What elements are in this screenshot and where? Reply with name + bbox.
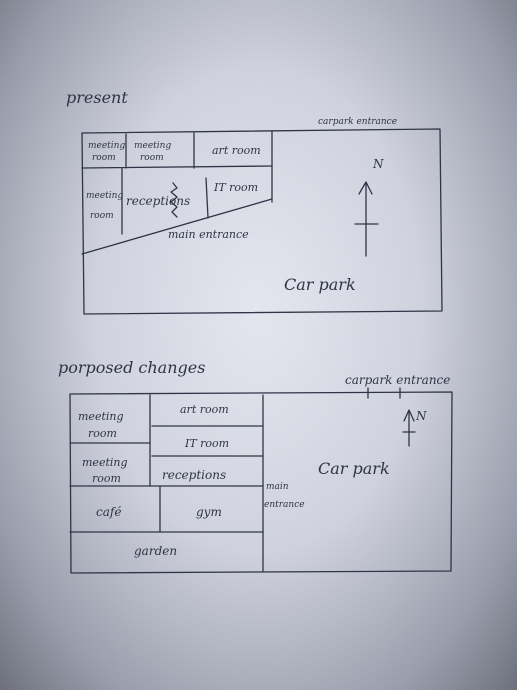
- proposed-main-entrance-line-1: main: [266, 482, 289, 492]
- present-meeting-room-2-line-1: meeting: [134, 141, 171, 151]
- proposed-carpark-entrance-label: carpark entrance: [345, 373, 450, 387]
- proposed-cafe-label: café: [96, 505, 121, 519]
- proposed-receptions-label: receptions: [162, 468, 226, 482]
- proposed-art-room-label: art room: [180, 403, 229, 416]
- present-heading: present: [66, 88, 128, 107]
- present-receptions-label: receptions: [126, 194, 190, 208]
- present-north-label: N: [372, 157, 384, 171]
- proposed-car-park-label: Car park: [318, 459, 390, 478]
- present-art-room-label: art room: [212, 144, 261, 157]
- present-meeting-room-2-line-2: room: [140, 153, 164, 163]
- present-stairs-icon: [170, 182, 178, 218]
- present-it-room-west-wall: [205, 177, 209, 219]
- proposed-meeting-room-1-line-1: meeting: [78, 410, 124, 423]
- proposed-meeting-room-1-line-2: room: [88, 427, 117, 440]
- present-north-arrow-icon: [354, 181, 379, 257]
- present-carpark-entrance-label: carpark entrance: [318, 117, 397, 127]
- present-meeting-room-3-line-2: room: [90, 211, 114, 221]
- proposed-garden-label: garden: [134, 544, 177, 558]
- present-meeting-room-1-line-2: room: [92, 153, 116, 163]
- proposed-north-label: N: [415, 409, 427, 423]
- present-meeting-room-3-line-1: meeting: [86, 191, 123, 201]
- present-building-diagonal-wall: [81, 198, 273, 255]
- present-plan: present carpark entrance meeting room me…: [66, 88, 443, 315]
- proposed-north-arrow-icon: [402, 409, 416, 447]
- present-building-top-row-line: [81, 165, 273, 169]
- present-site-outline: [81, 128, 443, 315]
- proposed-plan: porposed changes carpark entrance meetin…: [58, 358, 453, 574]
- present-it-room-label: IT room: [213, 181, 258, 194]
- present-meeting-room-1-line-1: meeting: [88, 141, 125, 151]
- present-car-park-label: Car park: [284, 275, 356, 294]
- proposed-meeting-room-2-line-2: room: [92, 472, 121, 485]
- proposed-gym-label: gym: [196, 505, 222, 519]
- proposed-it-room-label: IT room: [184, 437, 229, 450]
- present-main-entrance-label: main entrance: [168, 228, 249, 241]
- proposed-meeting-room-2-line-1: meeting: [82, 456, 128, 469]
- proposed-site-outline: [69, 391, 453, 574]
- proposed-heading: porposed changes: [58, 358, 205, 377]
- proposed-main-entrance-line-2: entrance: [264, 500, 305, 510]
